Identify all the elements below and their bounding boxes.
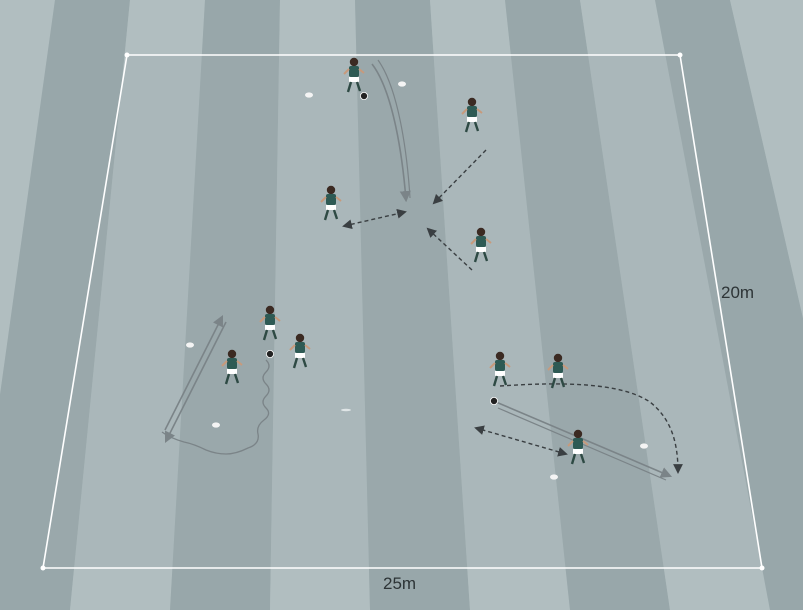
ball-icon [360,92,367,99]
ball-icon [490,397,497,404]
cone-icon [550,474,558,479]
cone-icon [305,92,313,97]
cone-icon [212,422,220,427]
length-dimension-label: 20m [721,283,754,303]
cone-icon [341,409,351,411]
cone-icon [186,342,194,347]
cone-icon [640,443,648,448]
width-dimension-label: 25m [383,574,416,594]
cone-icon [398,81,406,86]
ball-icon [266,350,273,357]
